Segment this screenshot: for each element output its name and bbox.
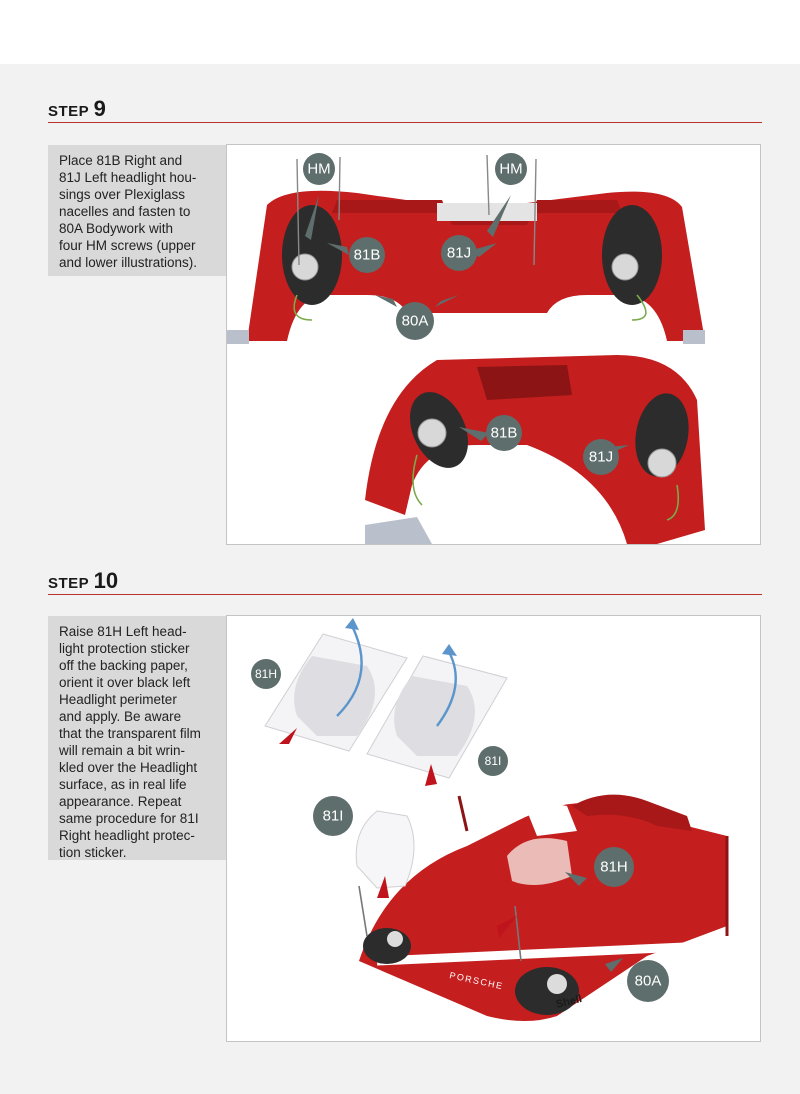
upper-body-shell	[247, 190, 705, 341]
step-10-heading: STEP 10	[48, 568, 118, 594]
sticker-sheet-81i	[366, 644, 508, 786]
callout-bubble-81h-car	[594, 847, 634, 887]
red-arrow-81h	[279, 728, 297, 744]
loose-sticker-81i	[355, 810, 415, 889]
step-10-divider	[48, 594, 762, 595]
red-arrow-81i	[425, 764, 437, 786]
lower-right-wire	[412, 454, 423, 506]
car-body-shell	[359, 803, 727, 1021]
arrow-80a-right	[435, 295, 459, 307]
car-frame-lines	[457, 795, 729, 936]
left-frame-stub	[227, 330, 249, 344]
callout-81i-car: 81I	[323, 808, 344, 825]
red-arrow-car-2	[497, 916, 517, 938]
step-word: STEP	[48, 103, 90, 120]
upper-body-opening	[437, 203, 537, 221]
lower-right-housing	[417, 418, 447, 448]
step-10-illustration-panel: PORSCHE Shell 81H 81I 81I 81H 80A	[226, 615, 761, 1042]
callout-bubble-80a	[396, 302, 434, 340]
placement-line-81i	[358, 885, 368, 937]
callout-bubble-hm-2	[495, 153, 527, 185]
step-word: STEP	[48, 575, 90, 592]
callout-bubble-81j-upper	[441, 235, 477, 271]
arrow-hm-right	[305, 195, 319, 240]
car-left-lamp	[547, 974, 567, 994]
car-bodywork-illustration: PORSCHE Shell	[359, 794, 729, 1021]
callout-81b-upper: 81B	[354, 247, 381, 264]
screw-hm-2	[338, 156, 341, 221]
blue-arrowhead-81i	[442, 644, 457, 656]
screw-hm-3	[486, 154, 490, 216]
callout-bubble-81b-upper	[349, 237, 385, 273]
blue-arrowhead-81h	[345, 618, 359, 630]
step-9-instruction: Place 81B Right and 81J Left headlight h…	[48, 145, 226, 276]
step-number: 9	[93, 96, 106, 121]
page-top-band	[0, 0, 800, 64]
callout-bubble-hm-1	[303, 153, 335, 185]
upper-bodywork-illustration	[227, 154, 705, 344]
callout-81b-lower: 81B	[491, 425, 518, 442]
callout-80a-car: 80A	[635, 973, 662, 990]
right-nacelle	[282, 205, 342, 305]
callout-81h-sheet: 81H	[255, 667, 277, 681]
lower-left-housing	[647, 448, 677, 478]
step-10-instruction: Raise 81H Left head- light protection st…	[48, 616, 226, 860]
callout-bubble-81b-lower	[486, 415, 522, 451]
screw-hm-1	[296, 158, 300, 266]
step-10-illustration: PORSCHE Shell 81H 81I 81I 81H 80A	[251, 618, 729, 1021]
placement-line-81h	[514, 905, 522, 962]
sticker-81h-shape	[294, 656, 375, 736]
right-headlight-housing	[291, 253, 319, 281]
lower-body-opening	[477, 365, 572, 400]
arrow-80a-left	[375, 295, 397, 307]
lower-bodywork-illustration	[365, 355, 705, 544]
callout-81j-lower: 81J	[589, 449, 613, 466]
arrow-81b-lower	[459, 427, 489, 441]
callout-81h-car: 81H	[600, 859, 628, 876]
arrow-hm-left	[487, 195, 511, 237]
step-9-illustration-panel: HM HM 81B 81J 80A 81B 81J	[226, 144, 761, 545]
callout-81i-sheet: 81I	[485, 754, 502, 768]
car-white-stripe	[376, 941, 708, 966]
left-wire	[631, 294, 647, 321]
sticker-81i-shape	[394, 676, 475, 756]
sticker-sheet-81h	[264, 618, 408, 752]
screw-hm-4	[533, 158, 537, 266]
callout-hm-2: HM	[499, 161, 522, 178]
left-headlight-housing	[611, 253, 639, 281]
callout-bubble-81h-sheet	[251, 659, 281, 689]
sticker-81h-on-car	[507, 838, 572, 885]
callout-bubble-81j-lower	[583, 439, 619, 475]
car-windscreen	[527, 804, 577, 836]
step-9-illustration: HM HM 81B 81J 80A 81B 81J	[227, 153, 705, 544]
upper-body-top-edge	[332, 200, 622, 225]
arrow-80a-car	[605, 958, 623, 972]
callout-bubble-80a-car	[627, 960, 669, 1002]
step-9-divider	[48, 122, 762, 123]
step-number: 10	[93, 568, 119, 593]
car-right-headlight	[363, 928, 411, 964]
callout-hm-1: HM	[307, 161, 330, 178]
left-nacelle	[602, 205, 662, 305]
callout-bubble-81i-sheet	[478, 746, 508, 776]
right-wire	[293, 294, 313, 321]
blue-lift-arrow-81i	[436, 651, 457, 727]
lower-frame-strut	[365, 517, 432, 544]
callout-80a-upper: 80A	[402, 313, 429, 330]
lower-left-wire	[666, 484, 680, 521]
right-frame-stub	[683, 330, 705, 344]
lower-left-nacelle	[635, 393, 689, 477]
blue-lift-arrow-81h	[336, 625, 363, 717]
arrow-81b-upper	[327, 243, 349, 255]
arrow-81h-car	[565, 872, 587, 886]
red-arrow-car-1	[377, 876, 389, 898]
callout-bubble-81i-car	[313, 796, 353, 836]
callout-81j-upper: 81J	[447, 245, 471, 262]
car-tail-section	[572, 794, 692, 831]
step-9-heading: STEP 9	[48, 96, 106, 122]
car-right-lamp	[387, 931, 403, 947]
